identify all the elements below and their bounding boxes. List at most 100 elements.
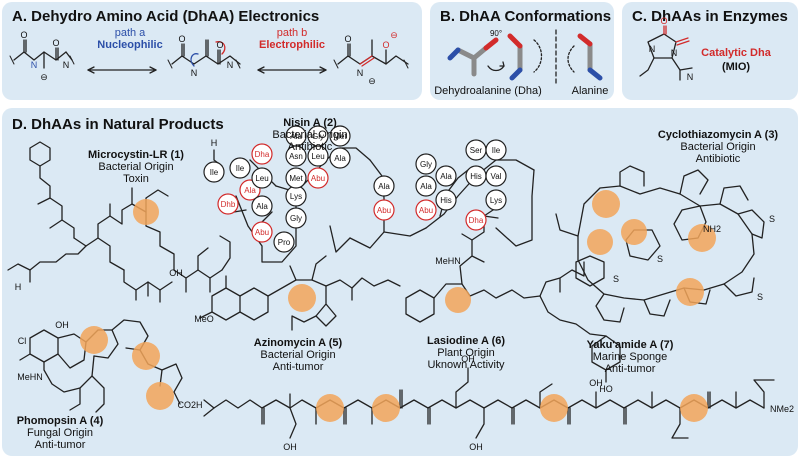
highlight-cyclothiazomycin-3 <box>587 229 613 255</box>
atom-n: N <box>191 68 198 78</box>
highlight-cyclothiazomycin-1 <box>592 190 620 218</box>
product-3-name: Cyclothiazomycin A (3) <box>658 129 779 141</box>
atom-o: O <box>178 34 185 44</box>
panel-a-structure-middle <box>167 39 241 69</box>
atom-s: S <box>769 214 775 224</box>
nisin-residue-label: Met <box>289 174 303 183</box>
nisin-residue-circle <box>465 209 487 231</box>
nisin-residue-group: IleDhbAlaIleDhaLeuAlaAbuProGlyLysAbuAlaL… <box>203 125 507 253</box>
highlight-yakuamide-2 <box>372 394 400 422</box>
nisin-residue-circle <box>307 167 329 189</box>
nisin-residue-label: Leu <box>311 152 324 161</box>
alanine-rotation-arrow <box>567 45 575 73</box>
path-b-label: path b <box>277 27 308 39</box>
product-5-name: Azinomycin A (5) <box>254 337 343 349</box>
nisin-residue-circle <box>307 125 329 147</box>
product-5-activity: Anti-tumor <box>273 361 324 373</box>
nisin-residue-circle <box>203 161 225 183</box>
azinomycin-a-structure <box>199 255 401 331</box>
nisin-residue-circle <box>251 221 273 243</box>
atom-mehn: MeHN <box>17 372 43 382</box>
product-7-activity: Anti-tumor <box>605 363 656 375</box>
highlight-lasiodine <box>445 287 471 313</box>
atom-oh: OH <box>55 320 69 330</box>
atom-oh: OH <box>461 354 475 364</box>
nisin-residue-label: Ala <box>378 182 390 191</box>
atom-o: O <box>216 40 223 50</box>
highlight-cyclothiazomycin-2 <box>621 219 647 245</box>
nisin-residue-circle <box>285 167 307 189</box>
nisin-residue-circle <box>229 157 251 179</box>
atom-o: O <box>660 16 667 26</box>
product-1-activity: Toxin <box>123 173 149 185</box>
panel-a-structure-left <box>9 39 75 69</box>
nisin-residue-label: Dha <box>469 216 484 225</box>
atom-o: O <box>20 30 27 40</box>
nisin-residue-circle <box>217 193 239 215</box>
rotation-arrow <box>487 39 543 73</box>
product-5-origin: Bacterial Origin <box>260 349 335 361</box>
atom-n: N <box>357 68 364 78</box>
nisin-residue-circle <box>273 231 295 253</box>
nisin-residue-circle <box>373 175 395 197</box>
product-6-activity: Uknown Activity <box>427 359 505 371</box>
highlight-phomopsin-2 <box>132 342 160 370</box>
atom-oh: OH <box>169 268 183 278</box>
atom-o: O <box>344 34 351 44</box>
dha-conformer-3d <box>447 37 499 77</box>
highlight-cyclothiazomycin-5 <box>676 278 704 306</box>
product-2-activity: Antibiotic <box>288 141 333 153</box>
yakuamide-a-structure <box>203 367 775 439</box>
nisin-residue-label: Ala <box>334 154 346 163</box>
nisin-residue-label: Pro <box>278 238 291 247</box>
mio-ring <box>639 25 693 81</box>
panel-a-arrow-right <box>257 66 327 74</box>
nisin-residue-label: Leu <box>255 174 268 183</box>
atom-s: S <box>613 274 619 284</box>
atom-s: S <box>757 292 763 302</box>
atom-o: O <box>52 38 59 48</box>
nisin-residue-circle <box>285 145 307 167</box>
nisin-residue-label: Met <box>333 132 347 141</box>
nisin-residue-label: Ala <box>440 172 452 181</box>
atom-mehn: MeHN <box>435 256 461 266</box>
product-4-activity: Anti-tumor <box>35 439 86 451</box>
nisin-residue-label: Asn <box>289 152 303 161</box>
panel-d-title: D. DhAAs in Natural Products <box>12 116 224 133</box>
path-a-label: path a <box>115 27 146 39</box>
nisin-residue-label: Val <box>491 172 502 181</box>
atom-ho: HO <box>599 384 613 394</box>
product-3-origin: Bacterial Origin <box>680 141 755 153</box>
nisin-residue-circle <box>415 199 437 221</box>
product-1-name: Microcystin-LR (1) <box>88 149 184 161</box>
nisin-residue-label: Lys <box>290 192 302 201</box>
highlight-cyclothiazomycin-4 <box>688 224 716 252</box>
product-7-name: Yaku'amide A (7) <box>587 339 674 351</box>
atom-oh: OH <box>283 442 297 452</box>
atom-o: O <box>382 40 389 50</box>
nisin-residue-circle <box>329 125 351 147</box>
atom-cl: Cl <box>18 336 27 346</box>
nisin-residue-label: Ser <box>470 146 483 155</box>
nisin-residue-circle <box>251 143 273 165</box>
panel-c-title: C. DhAAs in Enzymes <box>632 8 788 25</box>
highlight-phomopsin-3 <box>146 382 174 410</box>
atom-h: H <box>15 282 22 292</box>
atom-nh2: NH2 <box>703 224 721 234</box>
nisin-residue-label: Ala <box>420 182 432 191</box>
nisin-residue-label: Abu <box>419 206 433 215</box>
nisin-residue-label: Dhb <box>221 200 236 209</box>
panel-a-structure-right <box>333 39 409 69</box>
nisin-residue-label: Ile <box>210 168 219 177</box>
nisin-residue-label: Lys <box>490 196 502 205</box>
nisin-residue-circle <box>485 189 507 211</box>
nisin-residue-circle <box>435 189 457 211</box>
atom-s: S <box>657 254 663 264</box>
alanine-label: Alanine <box>572 85 609 97</box>
minus-charge: ⊖ <box>368 76 376 86</box>
nisin-residue-label: His <box>440 196 452 205</box>
path-b-electrophilic: Electrophilic <box>259 39 325 51</box>
atom-n: N <box>649 44 656 54</box>
nisin-residue-label: Ala <box>290 132 302 141</box>
angle-label: 90° <box>490 29 502 38</box>
